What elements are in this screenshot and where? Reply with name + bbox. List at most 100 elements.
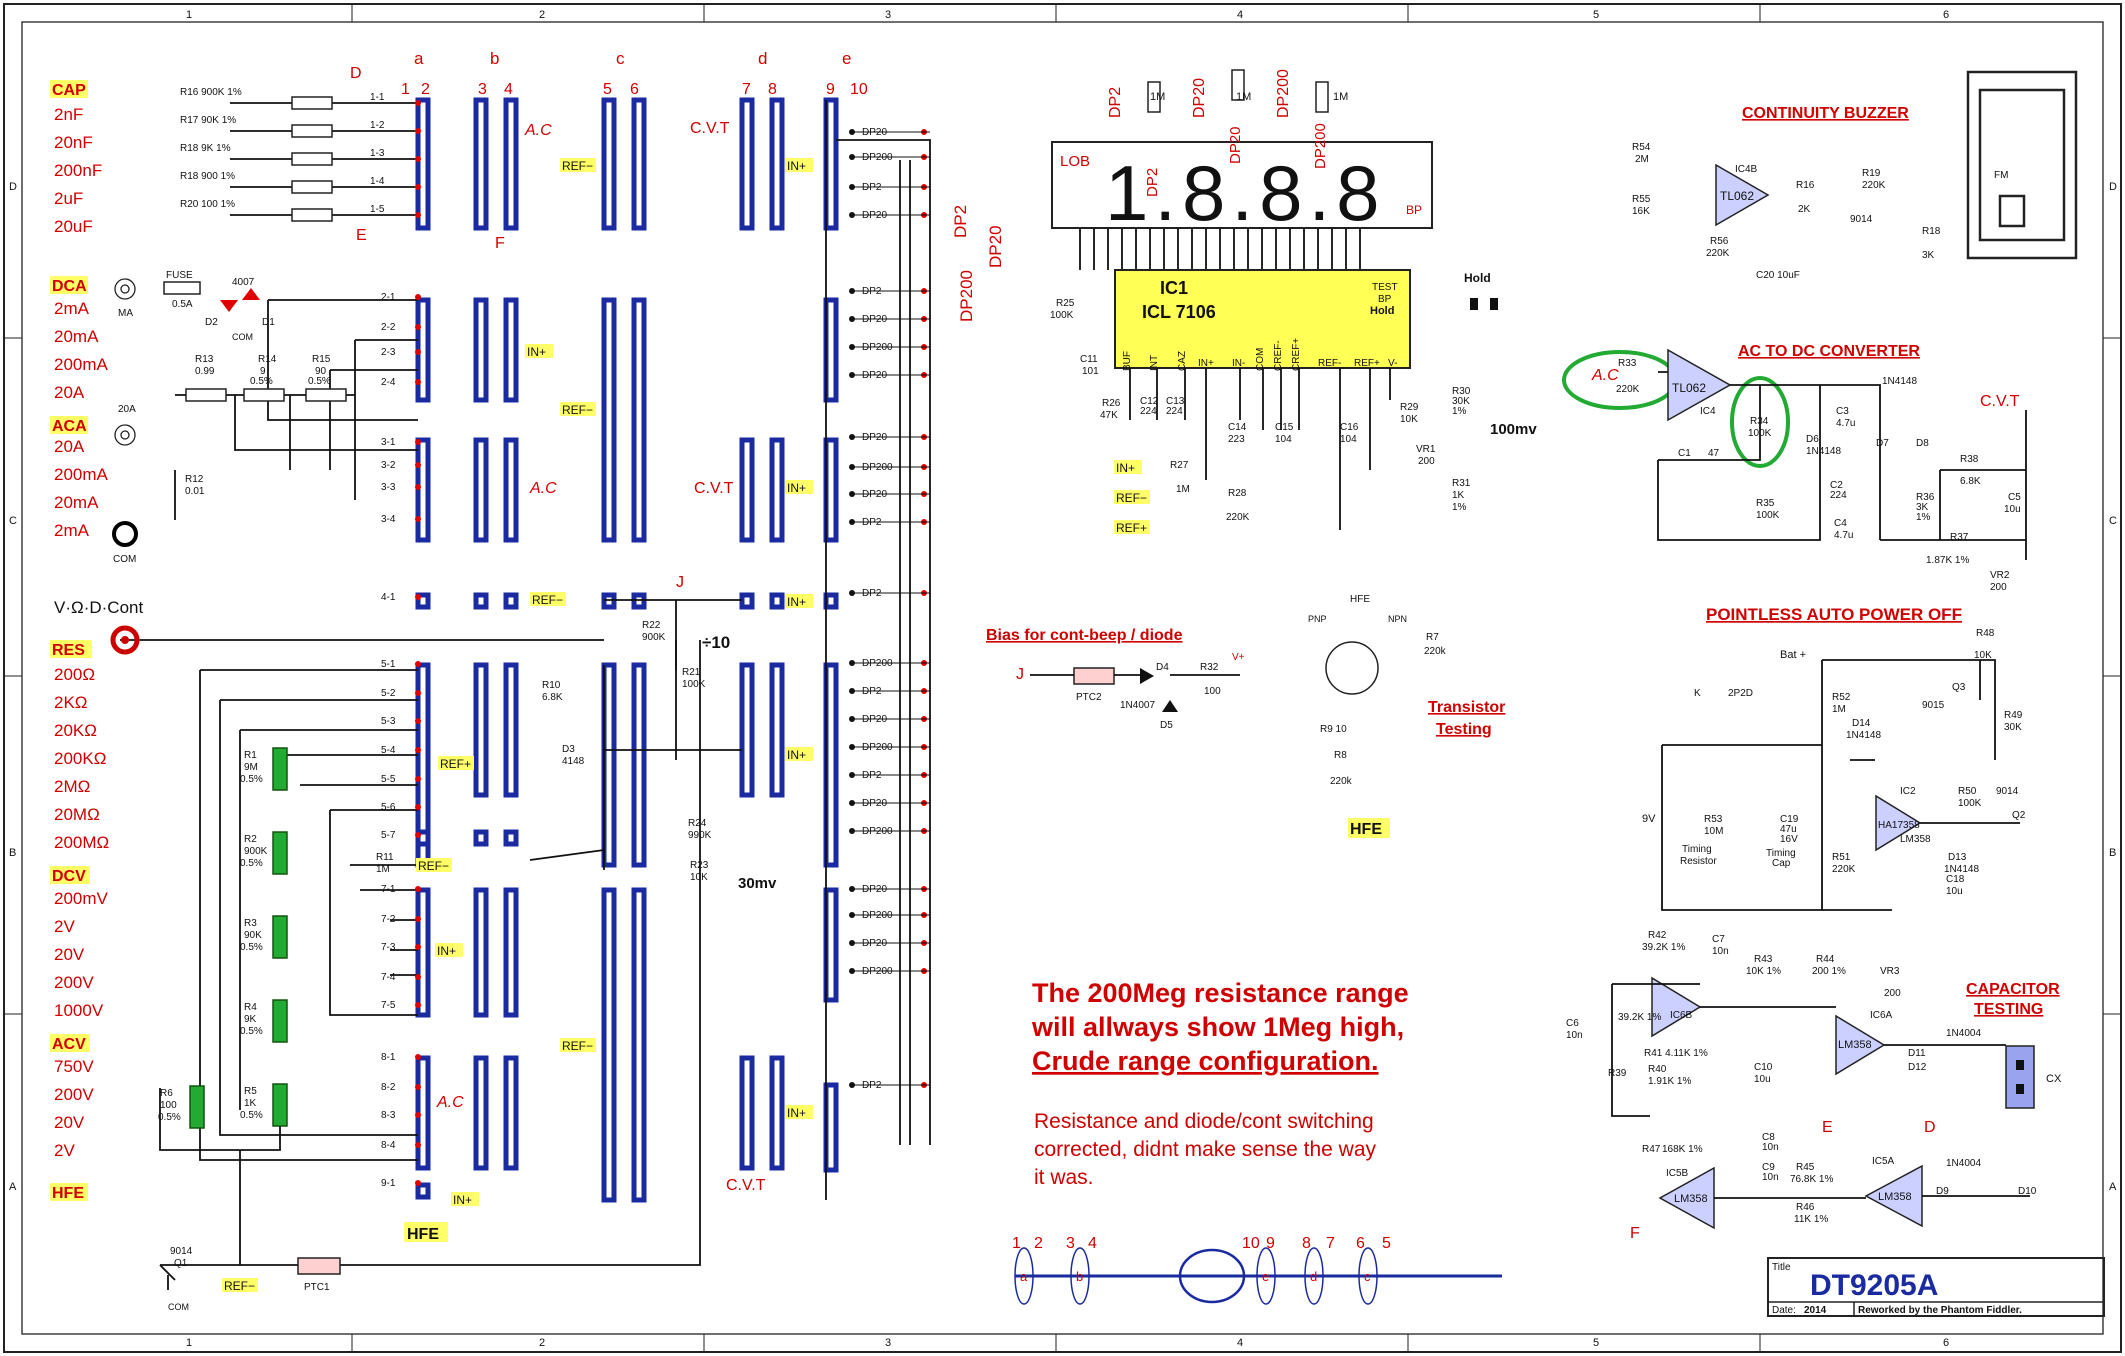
svg-text:C9: C9 (1762, 1162, 1775, 1173)
svg-text:VR2: VR2 (1990, 570, 2010, 581)
svg-text:R16: R16 (1796, 180, 1815, 191)
cap-header: CAP (52, 82, 86, 99)
dcv-header: DCV (52, 868, 86, 885)
note-sub-3: it was. (1034, 1166, 1094, 1189)
svg-text:4.7u: 4.7u (1836, 418, 1855, 429)
dca-header-highlight (50, 276, 88, 294)
svg-text:D6: D6 (1806, 434, 1819, 445)
cap-resistor (291, 180, 333, 194)
svg-text:D9: D9 (1936, 1186, 1949, 1197)
svg-text:2M: 2M (1635, 154, 1649, 165)
legend-letter: c (1364, 1269, 1371, 1284)
svg-text:REF−: REF− (224, 1279, 255, 1293)
date-value: 2014 (1804, 1305, 1827, 1316)
res-chain-value: 90K (244, 930, 262, 941)
side-dp200: DP200 (957, 270, 976, 322)
switch-position: 3-4 (381, 514, 396, 525)
acv-range-2: 200V (54, 1085, 94, 1104)
aca-range-1: 20A (54, 437, 85, 456)
svg-text:101: 101 (1082, 366, 1099, 377)
svg-text:R13: R13 (195, 354, 214, 365)
net-e: E (356, 227, 367, 244)
svg-text:1.91K 1%: 1.91K 1% (1648, 1076, 1691, 1087)
acdc-title: AC TO DC CONVERTER (1738, 343, 1920, 360)
side-dp2: DP2 (951, 205, 970, 238)
svg-text:D5: D5 (1160, 720, 1173, 731)
net-ref-minus-3: REF− (562, 1039, 593, 1053)
net-inplus-7: IN+ (787, 1106, 806, 1120)
legend-num: 7 (1326, 1235, 1335, 1252)
mid-part-label: 900K (642, 632, 666, 643)
grid-row-right: C (2109, 515, 2117, 527)
svg-text:R32: R32 (1200, 662, 1219, 673)
res-chain-resistor (272, 831, 288, 875)
res-chain: R19M0.5%R2900K0.5%R390K0.5%R49K0.5%R51K0… (158, 292, 421, 1189)
svg-text:C13: C13 (1166, 396, 1185, 407)
mid-part-label: R21 (682, 667, 701, 678)
grid-col-top: 3 (885, 9, 891, 21)
svg-text:R48: R48 (1976, 628, 1995, 639)
legend-num: 5 (1382, 1235, 1391, 1252)
aca-range-4: 2mA (54, 521, 90, 540)
net-hfe: HFE (407, 1226, 439, 1243)
net-inplus-5: IN+ (787, 748, 806, 762)
svg-text:R37: R37 (1950, 532, 1969, 543)
svg-text:C20 10uF: C20 10uF (1756, 270, 1800, 281)
svg-text:IN+: IN+ (1198, 358, 1214, 369)
col-num-10: 10 (850, 81, 868, 98)
cap-position: 1-2 (370, 120, 385, 131)
res-chain-resistor (272, 999, 288, 1043)
div10-label: ÷10 (702, 633, 730, 652)
svg-text:10K: 10K (1400, 414, 1418, 425)
svg-text:R40: R40 (1648, 1064, 1667, 1075)
res-chain-value: 1K (244, 1098, 257, 1109)
auto-power-off-section: POINTLESS AUTO POWER OFF Bat + R48 10K Q… (1642, 605, 2026, 911)
net-ref-minus-2: REF− (562, 403, 593, 417)
svg-text:10u: 10u (1946, 886, 1963, 897)
bias-title: Bias for cont-beep / diode (986, 627, 1183, 644)
svg-text:R45: R45 (1796, 1162, 1815, 1173)
svg-text:C8: C8 (1762, 1132, 1775, 1143)
svg-text:REF+: REF+ (1116, 521, 1147, 535)
svg-text:C16: C16 (1340, 422, 1359, 433)
mid-part-label: 6.8K (542, 692, 563, 703)
grid-col-bottom: 3 (885, 1337, 891, 1349)
col-num-9: 9 (826, 81, 835, 98)
res-range-4: 200KΩ (54, 749, 106, 768)
svg-text:VR1: VR1 (1416, 444, 1436, 455)
svg-text:1N4148: 1N4148 (1806, 446, 1841, 457)
svg-text:R35: R35 (1756, 498, 1775, 509)
svg-text:R50: R50 (1958, 786, 1977, 797)
net-f: F (495, 235, 505, 252)
svg-text:COM: COM (168, 1302, 189, 1312)
svg-text:104: 104 (1340, 434, 1357, 445)
svg-text:REF−: REF− (1116, 491, 1147, 505)
svg-text:9014: 9014 (1850, 214, 1873, 225)
svg-text:30K: 30K (2004, 722, 2022, 733)
ma-jack-label: MA (118, 308, 133, 319)
grid-row-left: D (9, 181, 17, 193)
legend-num: 3 (1066, 1235, 1075, 1252)
res-chain-tolerance: 0.5% (240, 858, 263, 869)
svg-text:CREF+: CREF+ (1291, 338, 1302, 371)
svg-text:1%: 1% (1452, 406, 1467, 417)
res-chain-resistor (272, 1083, 288, 1127)
col-letter-d: d (758, 49, 767, 68)
res-chain-resistor (272, 747, 288, 791)
svg-text:Resistor: Resistor (1680, 856, 1717, 867)
mid-part-label: R22 (642, 620, 661, 631)
grid-row-left: B (9, 847, 16, 859)
acv-header: ACV (52, 1036, 86, 1053)
svg-text:C1: C1 (1678, 448, 1691, 459)
svg-text:220K: 220K (1862, 180, 1886, 191)
net-d: D (350, 65, 362, 82)
svg-text:FUSE: FUSE (166, 270, 193, 281)
svg-text:200: 200 (1884, 988, 1901, 999)
col-num-7: 7 (742, 81, 751, 98)
hfe-header: HFE (52, 1185, 84, 1202)
svg-text:1%: 1% (1916, 512, 1931, 523)
svg-text:224: 224 (1166, 406, 1183, 417)
svg-text:104: 104 (1275, 434, 1292, 445)
svg-text:R9 10: R9 10 (1320, 724, 1347, 735)
